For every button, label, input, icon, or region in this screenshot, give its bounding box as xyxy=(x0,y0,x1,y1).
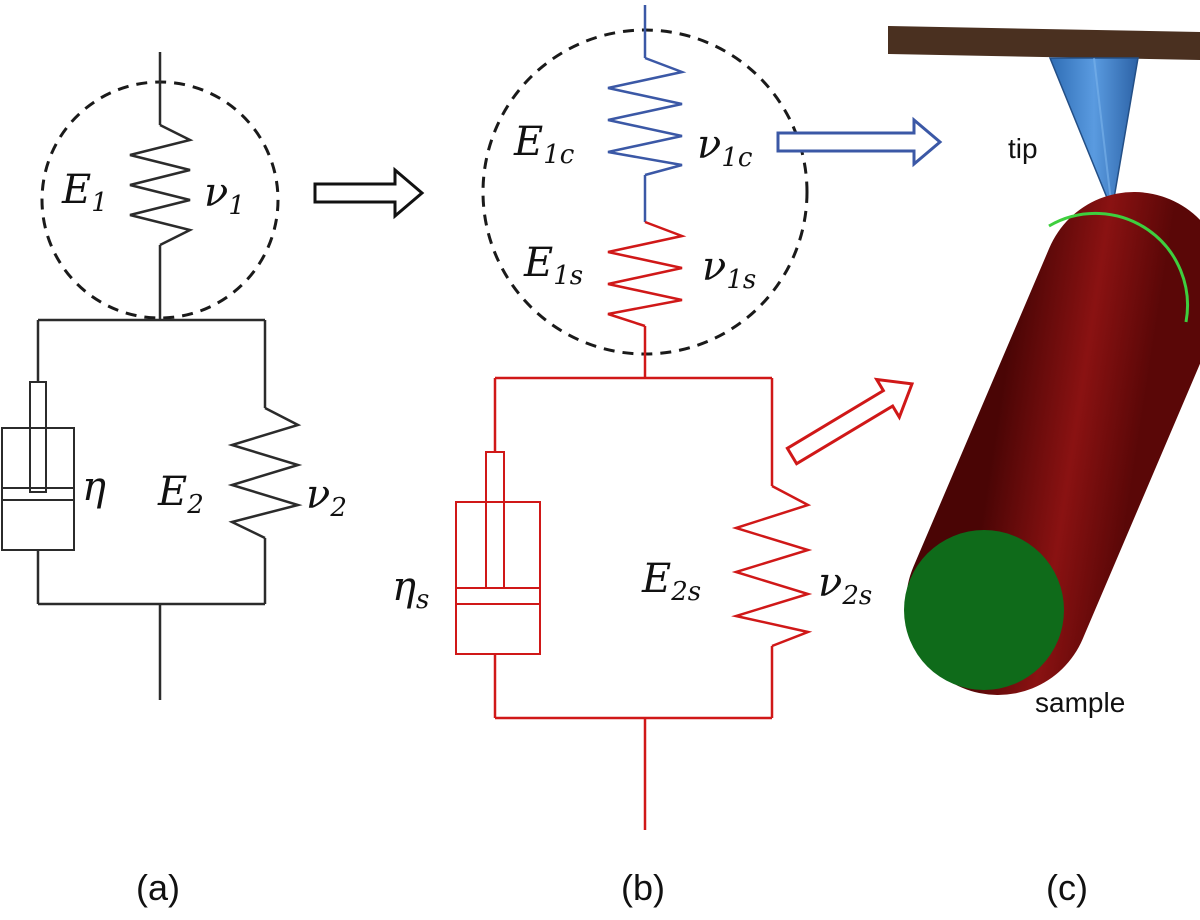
panel-b: E1c ν1c E1s ν1s ηs E2s ν2s (b) xyxy=(392,5,872,908)
arrow-sample-to-cylinder xyxy=(785,377,915,466)
afm-tip xyxy=(1048,57,1139,213)
label-e1: E1 xyxy=(61,167,108,218)
panel-a: E1 ν1 η E2 ν2 (a) xyxy=(1,52,347,908)
tip-label: tip xyxy=(1008,133,1038,164)
label-v2s: ν2s xyxy=(818,560,872,611)
dashpot-b xyxy=(455,451,541,655)
caption-b: (b) xyxy=(621,867,665,908)
arrow-coating-to-tip xyxy=(776,116,943,168)
label-v2: ν2 xyxy=(306,472,347,523)
label-eta: η xyxy=(82,464,106,510)
tip-highlight xyxy=(1093,57,1113,211)
spring-e1 xyxy=(129,123,194,247)
label-v1c: ν1c xyxy=(697,122,753,173)
label-e2s: E2s xyxy=(641,556,701,607)
label-eta-s: ηs xyxy=(392,564,429,615)
spring-e2 xyxy=(227,406,303,540)
label-v1: ν1 xyxy=(204,170,245,221)
cantilever xyxy=(888,26,1200,60)
caption-a: (a) xyxy=(136,867,180,908)
spring-e1s xyxy=(607,220,687,328)
arrow-a-to-b xyxy=(313,166,425,220)
cylinder-end-face xyxy=(904,530,1064,690)
sample-cylinder xyxy=(904,192,1200,695)
label-e2: E2 xyxy=(157,469,204,520)
label-e1s: E1s xyxy=(523,240,583,291)
panel-c: tip sample (c) xyxy=(888,26,1200,908)
label-v1s: ν1s xyxy=(702,244,756,295)
dashpot-a xyxy=(1,381,75,551)
spring-e2s xyxy=(731,484,813,648)
sample-label: sample xyxy=(1035,687,1125,718)
caption-c: (c) xyxy=(1046,867,1088,908)
spring-e1c xyxy=(607,56,687,177)
label-e1c: E1c xyxy=(513,119,575,170)
